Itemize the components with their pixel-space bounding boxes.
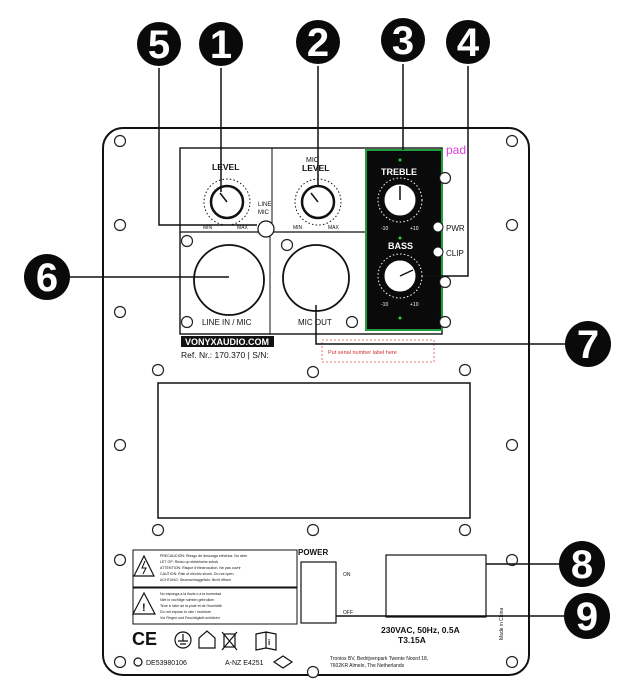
treble-minus-label: -10 [381,226,388,232]
bass-knob[interactable]: BASS -10 +10 [377,241,423,308]
callout-5: 5 [137,22,181,67]
callout-4: 4 [446,20,490,65]
power-inlet[interactable]: 230VAC, 50Hz, 0.5A T3.15A Made in China [381,554,505,645]
warning-line-2: ATTENTION: Risque d'électrocution. Ne pa… [160,566,242,570]
weee-bin-icon [221,631,238,651]
ce-mark: CE [132,629,157,649]
callout-8-number: 8 [571,543,593,587]
code-right: A-NZ E4251 [225,660,264,667]
on-label: ON [343,572,351,578]
pwr-label: PWR [446,224,465,233]
moisture-warning-label: ! No exponga a la lluvia o a la humedad … [132,587,298,625]
mic-level-knob[interactable]: MIC LEVEL MIN MAX [293,157,342,231]
callout-8: 8 [559,541,605,587]
treble-plus-label: +10 [410,226,419,232]
line-mic-switch[interactable]: LINE MIC [257,202,275,238]
callout-3-number: 3 [392,19,414,63]
line-in-label: LINE IN / MIC [202,318,252,327]
mic-switch-label: MIC [258,210,270,216]
clip-label: CLIP [446,249,464,258]
callout-9: 9 [564,593,610,639]
callout-7-number: 7 [577,323,599,367]
callout-2-number: 2 [307,21,329,65]
warning-line-0: PRECAUCIÓN: Riesgo de descarga eléctrica… [160,553,248,558]
bass-minus-label: -10 [381,302,388,308]
level-knob[interactable]: LEVEL MIN MAX [203,162,251,231]
mic-level-label: LEVEL [302,163,329,173]
pwr-led: PWR [432,221,465,233]
callout-6-number: 6 [36,256,58,300]
callout-3: 3 [381,18,425,63]
eq-panel [365,149,443,331]
mic-level-min-label: MIN [293,225,303,231]
power-switch[interactable]: POWER ON OFF [298,548,353,624]
address-line-2: 7602KR Almelo, The Netherlands [330,663,405,669]
rcm-icon [272,655,294,669]
warning-line-3: CAUTION: Risk of electric shock. Do not … [160,572,234,576]
heatsink-area [157,382,471,519]
mic-out-label: MIC OUT [298,318,332,327]
serial-placeholder: Put serial number label here [328,350,397,356]
leader-lines [70,64,566,617]
warning-line-4: ACHTUNG: Stromschlaggefahr. Nicht öffnen [160,578,231,582]
bass-label: BASS [388,241,413,251]
callout-2: 2 [296,20,340,65]
treble-label: TREBLE [381,167,417,177]
clip-led: CLIP [432,246,464,258]
mic-level-max-label: MAX [328,225,340,231]
off-label: OFF [343,610,353,616]
compliance-symbols: CE i DE53980106 A-NZ E4251 [132,629,294,669]
level-min-label: MIN [203,225,213,231]
callout-6: 6 [24,254,70,300]
moisture-line-0: No exponga a la lluvia o a la humedad [160,592,221,596]
website-label: VONYXAUDIO.COM [185,337,269,347]
fuse-label: T3.15A [398,635,426,645]
svg-text:!: ! [142,602,146,614]
brand-vertical: Made in China [499,608,505,640]
moisture-line-1: Niet in vochtige ruimten gebruiken [160,598,214,602]
pad-label: pad [446,143,466,157]
voltage-label: 230VAC, 50Hz, 0.5A [381,625,460,635]
level-max-label: MAX [237,225,249,231]
moisture-line-4: Vor Regen und Feuchtigkeit schützen [160,616,220,620]
callout-1-number: 1 [210,23,232,67]
line-switch-label: LINE [258,202,271,208]
bass-plus-label: +10 [410,302,419,308]
treble-knob[interactable]: TREBLE -10 +10 [377,167,423,232]
address-line-1: Tronios BV, Bedrijvenpark Twente Noord 1… [330,656,428,662]
power-label: POWER [298,548,328,557]
callout-1: 1 [199,22,243,67]
code-left: DE53980106 [146,660,187,667]
serial-label-area [321,339,435,363]
level-label: LEVEL [212,162,239,172]
callout-9-number: 9 [576,595,598,639]
indoor-use-icon [198,630,216,649]
manual-book-icon: i [255,631,277,651]
line-in-mic-connector[interactable]: LINE IN / MIC [180,234,265,329]
moisture-line-3: Do not expose to rain / moisture [160,610,211,614]
ref-number: Ref. Nr.: 170.370 | S/N: [181,350,269,360]
warning-line-1: LET OP: Risico op elektrische schok [160,560,218,564]
callout-5-number: 5 [148,23,170,67]
svg-text:i: i [268,638,270,647]
callout-7: 7 [565,321,611,367]
warning-label: PRECAUCIÓN: Riesgo de descarga eléctrica… [132,549,298,588]
mic-label: MIC [306,157,319,164]
moisture-line-2: Tenir à l'abri de la pluie et de l'humid… [160,604,222,608]
callout-4-number: 4 [457,21,480,65]
